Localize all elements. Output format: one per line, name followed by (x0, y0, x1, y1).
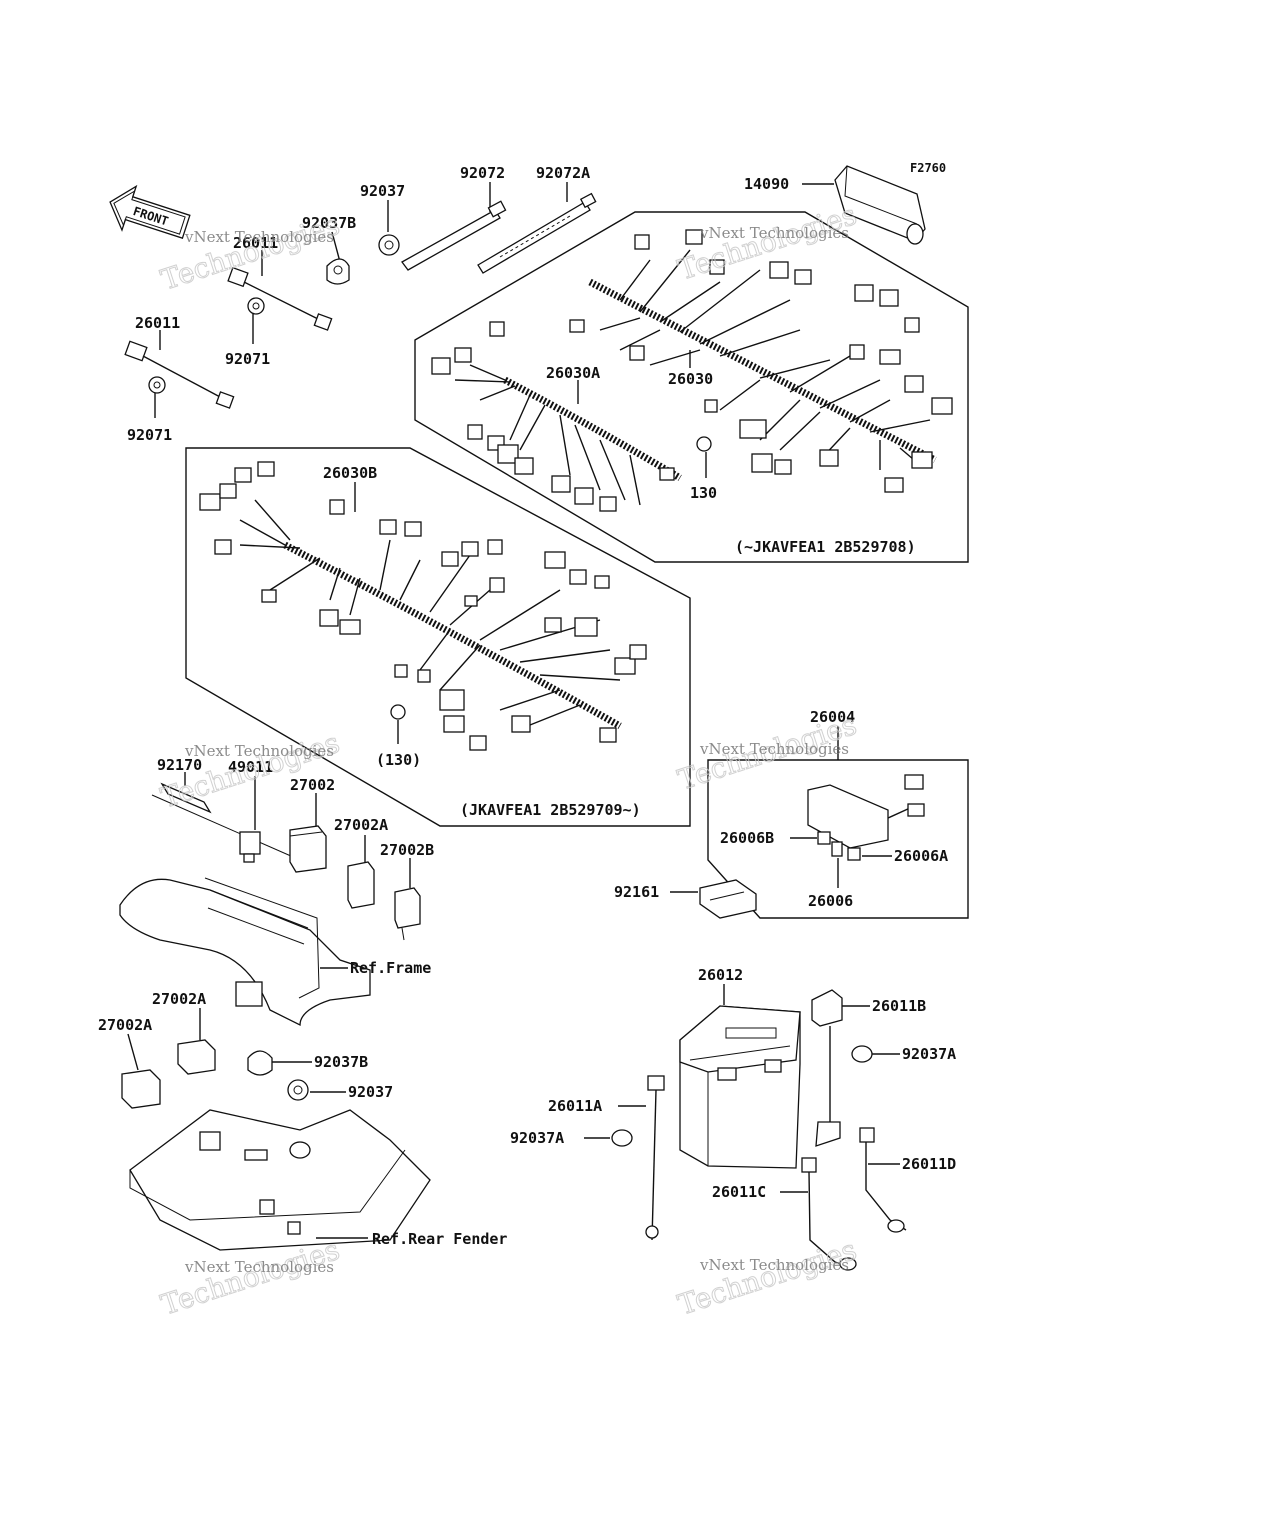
fuse-26006B (817, 831, 831, 845)
callout-26011D: 26011D (902, 1155, 956, 1173)
boot-92037A-r (851, 1045, 873, 1063)
clamp-92037-top (378, 234, 400, 256)
callout-27002B: 27002B (380, 841, 434, 859)
watermark-small: vNext Technologies (699, 740, 849, 758)
callout-27002A-l2: 27002A (98, 1016, 152, 1034)
front-arrow-icon: FRONT (109, 184, 191, 239)
relay-27002B (394, 887, 421, 941)
ref-rear-fender-label: Ref.Rear Fender (372, 1230, 507, 1248)
callout-92072A: 92072A (536, 164, 590, 182)
harness-26030-26030A (431, 229, 953, 512)
cover-14090 (834, 165, 926, 245)
lead-26011-top (227, 266, 333, 331)
relay-49011 (239, 831, 261, 863)
boot-92037A-l (611, 1129, 633, 1147)
callout-26011A: 26011A (548, 1097, 602, 1115)
callout-92037A-r: 92037A (902, 1045, 956, 1063)
relay-27002A-mid (347, 861, 375, 909)
callout-26006: 26006 (808, 892, 853, 910)
watermark-small: vNext Technologies (184, 742, 334, 760)
lead-26011B (811, 989, 843, 1147)
clamp-92037-low (287, 1079, 309, 1101)
callout-92037B-low: 92037B (314, 1053, 368, 1071)
lower-harness-box (185, 447, 691, 827)
callout-92071-left: 92071 (127, 426, 172, 444)
callout-26006B: 26006B (720, 829, 774, 847)
figure-code: F2760 (910, 161, 946, 175)
plate-92170 (151, 782, 301, 861)
watermark-small: vNext Technologies (184, 228, 334, 246)
battery-26012 (679, 1005, 801, 1169)
cable-tie-92072A (477, 192, 597, 274)
rear-fender-reference (129, 1109, 431, 1251)
clamp-92037B-top (326, 258, 350, 285)
callout-92072: 92072 (460, 164, 505, 182)
callout-14090: 14090 (744, 175, 789, 193)
callout-130-paren: (130) (376, 751, 421, 769)
callout-26030A: 26030A (546, 364, 600, 382)
callout-92037-low: 92037 (348, 1083, 393, 1101)
callout-92037-top: 92037 (360, 182, 405, 200)
lead-26011C (801, 1157, 857, 1271)
callout-26011-left: 26011 (135, 314, 180, 332)
callout-26030B: 26030B (323, 464, 377, 482)
callout-26004: 26004 (810, 708, 855, 726)
watermark-small: vNext Technologies (184, 1258, 334, 1276)
lower-box-note: (JKAVFEA1 2B529709~) (460, 801, 641, 819)
callout-27002A-mid: 27002A (334, 816, 388, 834)
callout-92170: 92170 (157, 756, 202, 774)
callout-26011-top: 26011 (233, 234, 278, 252)
lead-26011D (859, 1127, 907, 1233)
lead-26011A (645, 1075, 665, 1241)
ref-frame-label: Ref.Frame (350, 959, 431, 977)
clamp-92037B-low (247, 1050, 273, 1076)
watermark-large: Technologies (674, 1233, 860, 1322)
case-92161 (699, 879, 757, 919)
fuse-26006 (831, 841, 843, 857)
frame-reference (119, 877, 371, 1027)
callout-92071-top: 92071 (225, 350, 270, 368)
upper-harness-box (414, 211, 969, 563)
callout-27002: 27002 (290, 776, 335, 794)
fuse-box-frame (707, 759, 969, 919)
relay-27002 (289, 825, 327, 873)
relay-27002A-l1 (177, 1039, 216, 1075)
callout-26011C: 26011C (712, 1183, 766, 1201)
watermark-small: vNext Technologies (699, 224, 849, 242)
fuse-26006A (847, 847, 861, 861)
callout-26030: 26030 (668, 370, 713, 388)
relay-27002A-l2 (121, 1069, 161, 1109)
callout-130: 130 (690, 484, 717, 502)
lead-26011-left (124, 340, 235, 409)
callout-26011B: 26011B (872, 997, 926, 1015)
upper-box-note: (~JKAVFEA1 2B529708) (735, 538, 916, 556)
cable-tie-92072 (401, 200, 507, 271)
callout-26006A: 26006A (894, 847, 948, 865)
callout-49011: 49011 (228, 758, 273, 776)
callout-92161: 92161 (614, 883, 659, 901)
callout-26012: 26012 (698, 966, 743, 984)
watermark-small: vNext Technologies (699, 1256, 849, 1274)
callout-92037B-top: 92037B (302, 214, 356, 232)
harness-26030B (199, 461, 647, 751)
callout-27002A-l1: 27002A (152, 990, 206, 1008)
callout-92037A-l: 92037A (510, 1129, 564, 1147)
